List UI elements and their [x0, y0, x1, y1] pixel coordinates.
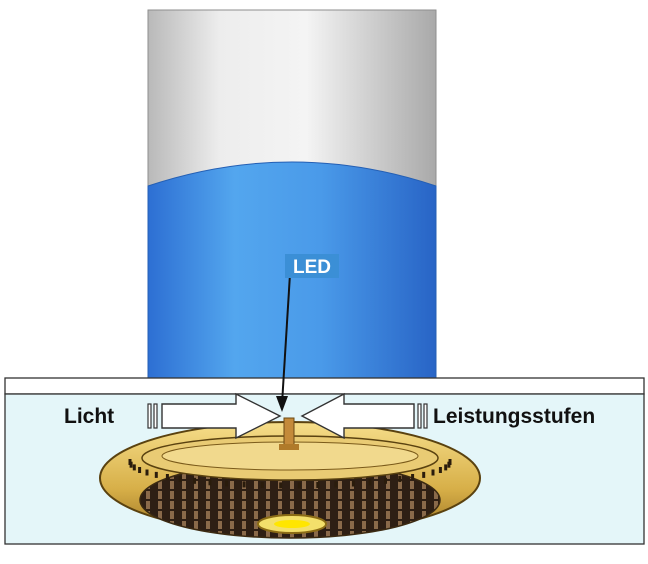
plate-top-edge — [4, 377, 645, 395]
burner-holes — [128, 459, 452, 489]
burner-hole — [260, 482, 264, 488]
burner-hole — [334, 481, 338, 488]
cylinder-upper — [147, 9, 437, 191]
leistungsstufen-label: Leistungsstufen — [433, 405, 595, 428]
burner-hole — [193, 477, 196, 484]
right-arrow — [300, 392, 428, 440]
burner-hole — [422, 471, 426, 478]
burner-hole — [154, 471, 158, 478]
led-pointer-arrowhead — [276, 396, 288, 412]
burner-hole — [225, 480, 229, 487]
burner-hole — [398, 476, 402, 482]
burner-hole — [431, 469, 435, 476]
led-pointer-line — [281, 273, 291, 405]
burner-hole — [368, 479, 372, 486]
burner-hole — [351, 480, 355, 487]
burner-post-cap — [279, 444, 299, 450]
burner-hole — [132, 464, 136, 471]
burner-hole — [448, 459, 452, 465]
burner-post — [283, 417, 295, 449]
led-label-box — [285, 254, 339, 278]
burner-hole — [242, 481, 246, 488]
burner-hole — [316, 482, 320, 488]
burner-hole — [444, 464, 448, 471]
burner — [99, 417, 481, 539]
burner-hole — [178, 476, 182, 482]
burner-hole — [297, 482, 301, 489]
burner-hole — [384, 477, 387, 484]
burner-hole — [129, 461, 133, 468]
burner-hole — [145, 469, 149, 476]
led-label: LED — [293, 257, 331, 278]
left-arrow — [147, 392, 282, 440]
burner-hole — [411, 474, 415, 480]
burner-hole — [279, 482, 283, 489]
burner-center — [274, 520, 310, 528]
burner-hole — [138, 467, 142, 473]
burner-hole — [438, 467, 442, 473]
licht-label: Licht — [64, 405, 114, 428]
burner-hole — [165, 474, 169, 480]
burner-hole — [208, 479, 212, 486]
